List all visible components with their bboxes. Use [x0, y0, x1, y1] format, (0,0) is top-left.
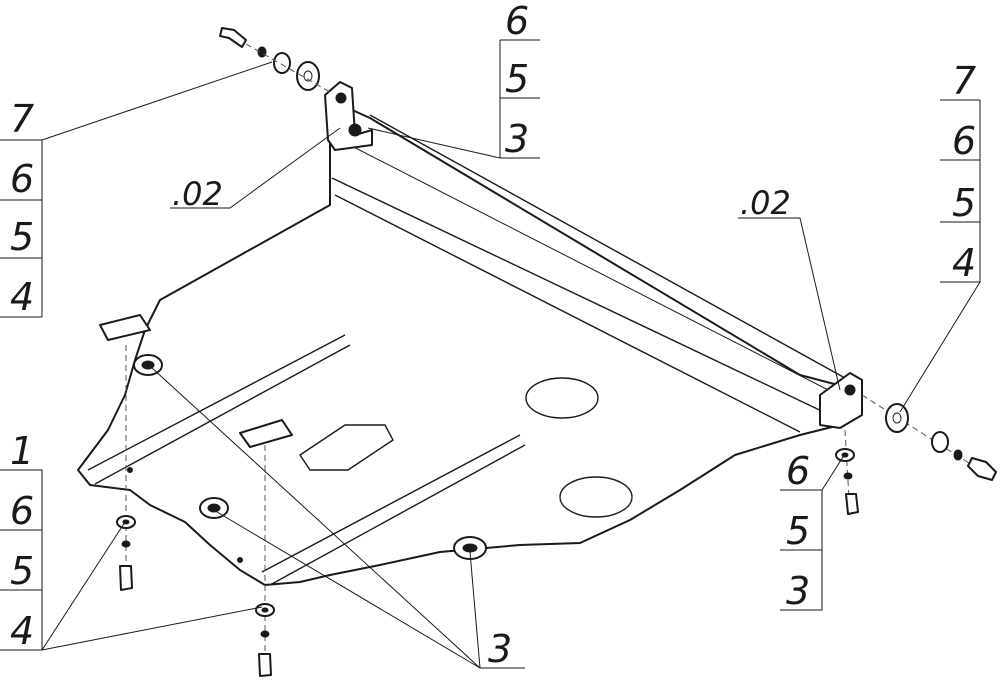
spring-washer-right [953, 449, 963, 461]
spring-washer-bottom-center [260, 630, 270, 638]
rivet-2 [237, 557, 243, 563]
bolt-right-lower [845, 493, 859, 515]
label-tr-2: 5 [952, 181, 976, 225]
drain-slot [299, 424, 394, 471]
frame-bottom-left [0, 469, 43, 651]
flat-washer-small-right [931, 431, 949, 453]
rear-flange-inner [339, 139, 839, 396]
label-tr-0: 7 [952, 59, 976, 103]
label-bl-1: 6 [10, 489, 34, 533]
callout-labels: 7 6 5 4 .02 6 5 3 7 6 5 4 .02 1 6 5 4 6 … [10, 0, 976, 671]
left-bracket-nut [348, 123, 362, 137]
rear-flange-upper [369, 114, 846, 379]
label-center-3: 3 [488, 627, 512, 671]
axis-right [861, 394, 981, 471]
leader-center-3-c [469, 551, 481, 669]
frame-bottom-right [780, 489, 823, 611]
bolt-bottom-left [119, 565, 133, 591]
label-left-bracket: .02 [172, 175, 223, 213]
spring-washer-right-lower [843, 472, 853, 480]
service-hole-upper [525, 377, 599, 419]
label-right-bracket: .02 [740, 184, 791, 222]
label-br-2: 3 [786, 569, 810, 613]
fasteners-bottom-left [116, 505, 136, 591]
leader-right-bracket [738, 217, 841, 391]
spring-washer-bottom-left [121, 540, 131, 548]
mount-boss-3-hole [462, 543, 478, 553]
label-bl-3: 4 [10, 609, 34, 653]
flat-washer-large-top-left [296, 61, 320, 91]
rivet-1 [127, 467, 133, 473]
label-tr-3: 4 [952, 241, 976, 285]
leader-center-3-b [216, 511, 481, 669]
leader-top-right [899, 281, 981, 413]
label-tl-3: 4 [10, 275, 34, 319]
flat-washer-small-top-left [273, 52, 291, 74]
frame-top-center [499, 39, 540, 159]
rib-right-upper [261, 434, 521, 573]
label-br-0: 6 [786, 449, 810, 493]
leader-bottom-left-b [41, 606, 263, 651]
bolt-bottom-center [258, 653, 272, 677]
rib-right-lower [269, 444, 526, 586]
label-bl-0: 1 [10, 429, 34, 473]
leader-bottom-left-a [41, 521, 126, 651]
rear-flange-lower [331, 177, 831, 416]
service-hole-lower [559, 476, 633, 518]
fasteners-top-left [219, 27, 331, 93]
label-tr-1: 6 [952, 119, 976, 163]
left-bracket-hole [335, 92, 347, 104]
label-tc-1: 5 [505, 57, 529, 101]
rear-flange-edge [334, 194, 801, 433]
rib-left-upper [87, 334, 346, 471]
leader-center-3-a [151, 367, 481, 669]
mount-boss-1-hole [141, 360, 155, 370]
axis-top-left [245, 43, 331, 93]
clip-plate-center [239, 419, 293, 448]
flat-washer-large-top-left-hole [303, 70, 313, 82]
bolt-right [967, 457, 997, 481]
fasteners-bottom-center [125, 345, 275, 677]
label-tc-2: 3 [505, 117, 529, 161]
right-bracket-hole [844, 384, 856, 396]
skid-plate [77, 81, 863, 586]
leaders [0, 39, 981, 669]
fasteners-right-lower [835, 429, 859, 516]
frame-top-right [940, 99, 981, 283]
leader-bottom-right [821, 456, 844, 491]
bolt-top-left [219, 27, 247, 48]
frame-top-left [0, 139, 43, 318]
fasteners-right [861, 394, 997, 481]
rib-left-lower [94, 344, 351, 485]
flat-washer-large-right [885, 403, 909, 433]
label-br-1: 5 [786, 509, 810, 553]
flat-washer-large-right-hole [892, 412, 902, 424]
leader-left-bracket [170, 127, 341, 209]
mount-boss-2-hole [207, 503, 221, 513]
leader-top-center [367, 127, 501, 159]
skid-plate-outline [77, 99, 841, 586]
label-bl-2: 5 [10, 549, 34, 593]
clip-plate-left [99, 314, 151, 341]
washer-bottom-center-hole [261, 607, 269, 613]
leader-top-left [41, 61, 273, 141]
label-tl-2: 5 [10, 215, 34, 259]
label-tl-1: 6 [10, 157, 34, 201]
washer-right-lower-hole [841, 452, 849, 458]
label-tc-0: 6 [505, 0, 529, 43]
label-tl-0: 7 [10, 97, 34, 141]
